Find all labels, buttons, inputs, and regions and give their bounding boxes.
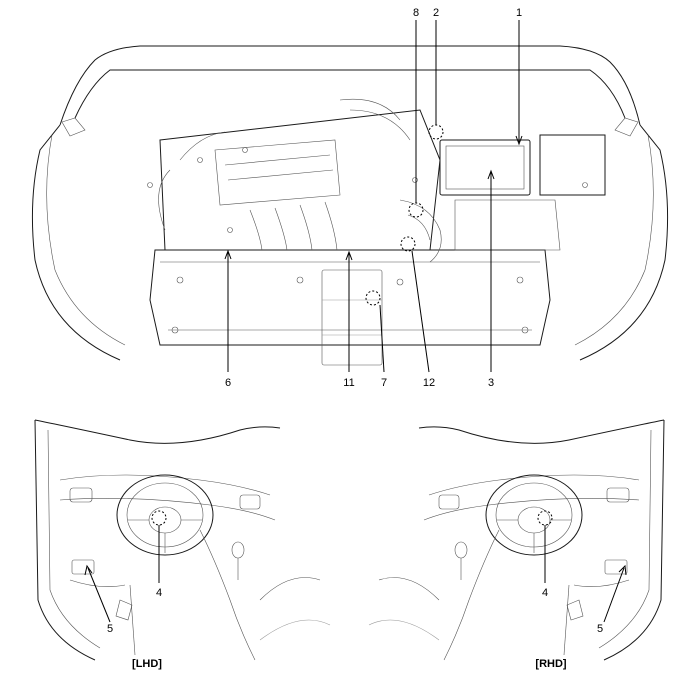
leader-5-lhd (87, 567, 111, 623)
callout-4-lhd: 4 (156, 587, 162, 599)
callout-5-rhd: 5 (597, 623, 603, 635)
callout-5-lhd: 5 (107, 623, 113, 635)
marker-7 (365, 290, 381, 306)
lhd-callout-markers (84, 510, 167, 623)
marker-12 (400, 236, 416, 252)
rhd-interior-illustration (368, 419, 665, 661)
callout-4-rhd: 4 (542, 587, 548, 599)
marker-8 (408, 202, 424, 218)
caption-rhd: [RHD] (535, 658, 566, 670)
callout-12: 12 (423, 377, 435, 389)
rhd-callout-markers (537, 510, 627, 623)
marker-4-rhd (537, 510, 553, 526)
callout-3: 3 (488, 377, 494, 389)
lhd-interior-illustration (34, 419, 331, 661)
callout-1: 1 (516, 7, 522, 19)
callout-7: 7 (381, 377, 387, 389)
marker-2 (428, 124, 444, 140)
leader-12 (411, 250, 430, 373)
leader-5-rhd (603, 567, 625, 623)
leader-7 (379, 304, 385, 373)
callout-2: 2 (433, 7, 439, 19)
engine-bay-illustration (31, 45, 669, 366)
marker-4-lhd (151, 510, 167, 526)
caption-lhd: [LHD] (132, 658, 162, 670)
engine-leader-lines (224, 20, 523, 373)
callout-8: 8 (413, 7, 419, 19)
callout-11: 11 (343, 377, 354, 389)
engine-callout-markers (365, 124, 444, 306)
callout-6: 6 (225, 377, 231, 389)
